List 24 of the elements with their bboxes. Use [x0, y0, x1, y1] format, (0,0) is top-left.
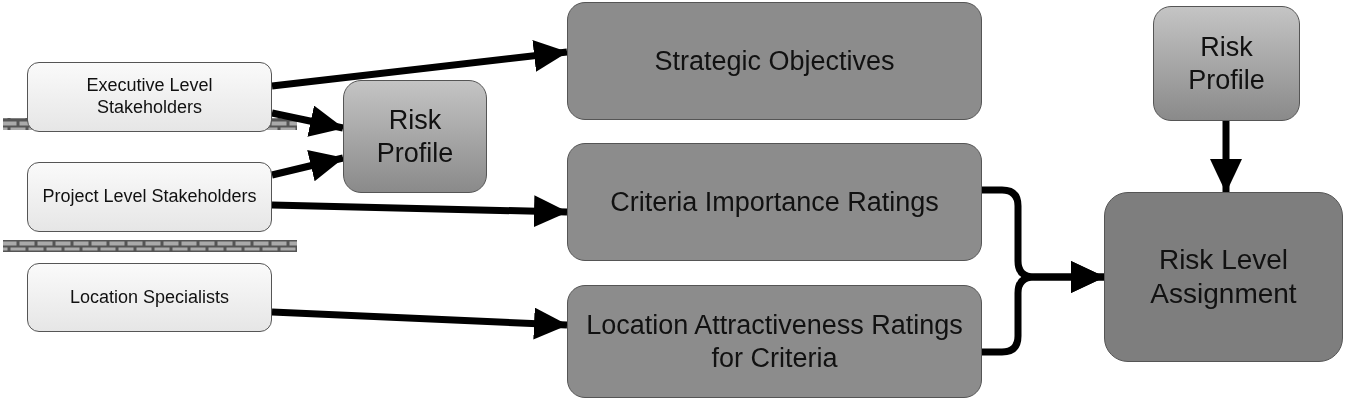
arrow [271, 150, 344, 182]
process-box [27, 263, 272, 332]
box-label: Risk Profile [375, 103, 455, 170]
arrow [271, 195, 568, 228]
process-box [27, 62, 272, 132]
box-label: Project Level Stakeholders [41, 186, 258, 208]
box-label: Criteria Importance Ratings [609, 185, 940, 219]
process-box [1104, 192, 1343, 362]
box-label: Location Specialists [68, 286, 231, 309]
arrow [1210, 121, 1242, 193]
process-box [567, 285, 982, 398]
process-box [567, 2, 982, 120]
arrow [271, 105, 344, 137]
box-label: Strategic Objectives [653, 44, 896, 78]
box-label: Risk Profile [1187, 30, 1266, 97]
process-box [1153, 6, 1300, 121]
process-box [27, 162, 272, 232]
box-label: Risk Level Assignment [1149, 242, 1298, 311]
process-box [567, 143, 982, 261]
box-label: Executive Level Stakeholders [85, 75, 214, 119]
arrow [271, 307, 568, 340]
box-label: Location Attractiveness Ratings for Criteria [585, 308, 964, 375]
process-box [343, 80, 487, 193]
arrow [271, 39, 568, 90]
